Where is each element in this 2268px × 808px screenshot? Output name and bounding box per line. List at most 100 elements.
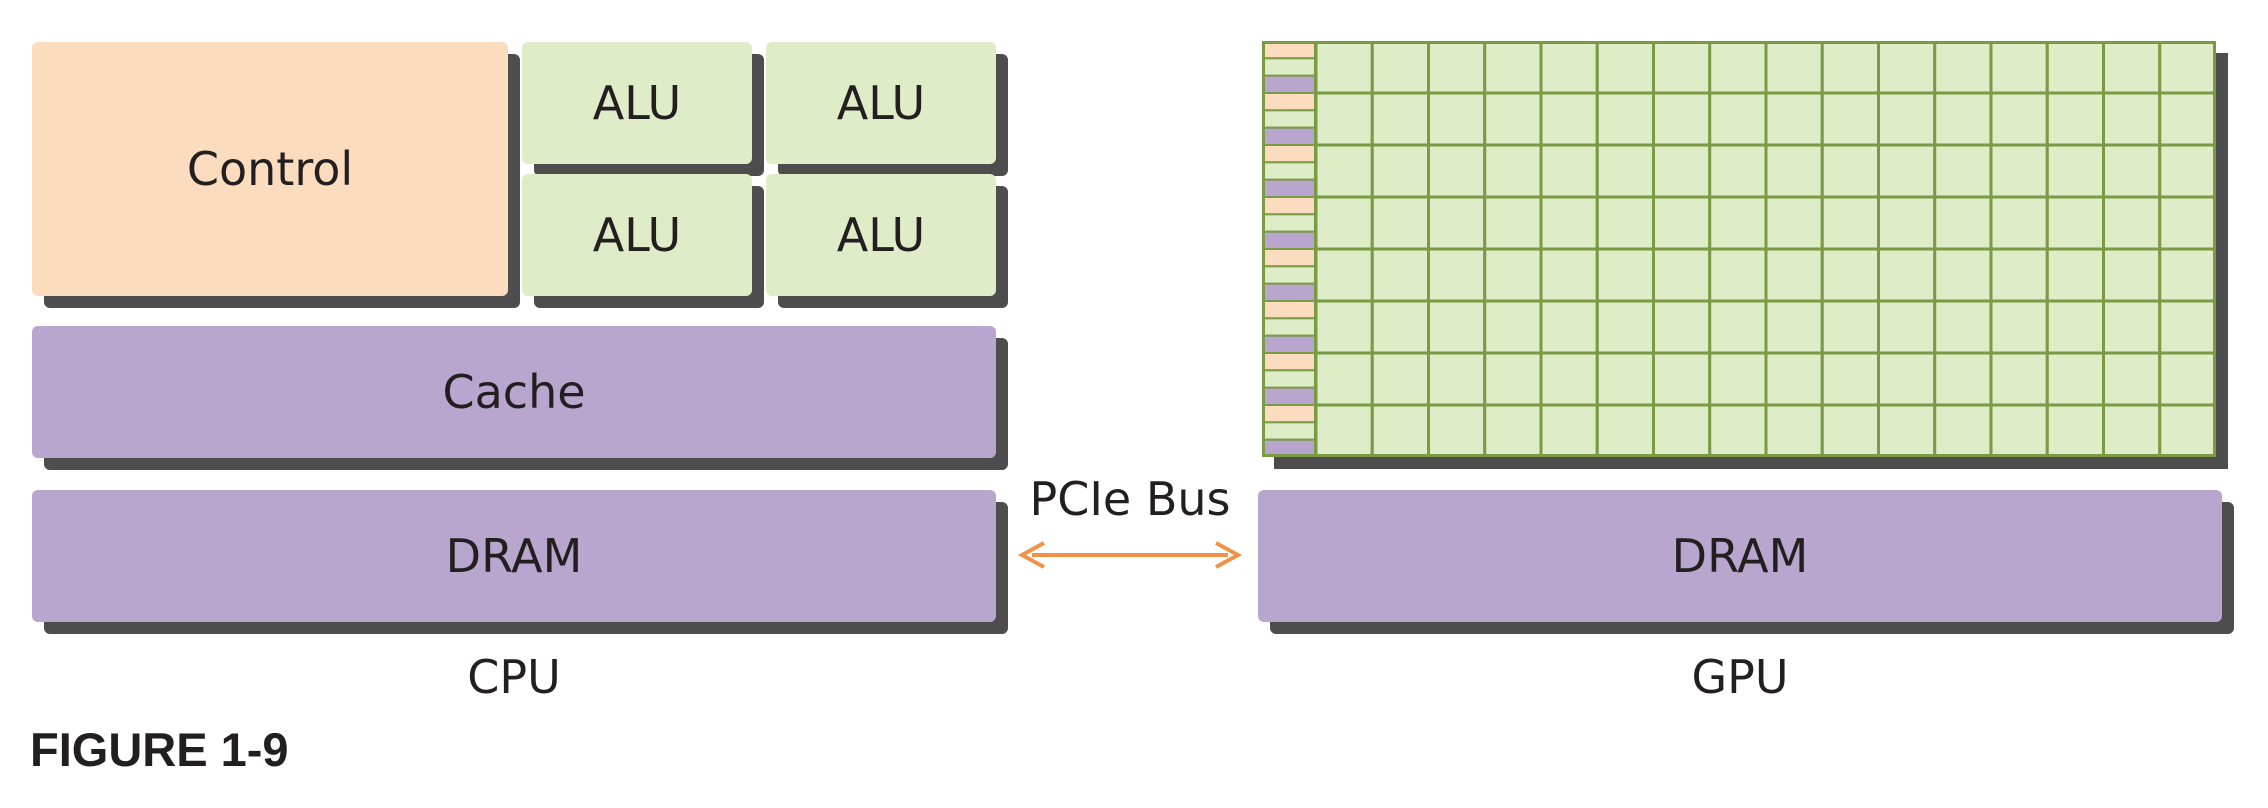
gpu-alu-cell [1652,91,1712,147]
gpu-alu-cell [1595,143,1655,199]
gpu-alu-cell [1314,351,1374,407]
gpu-side-cell [1262,126,1316,146]
gpu-alu-cell [2102,91,2162,147]
gpu-alu-cell [1708,41,1768,95]
gpu-alu-cell [1370,91,1430,147]
gpu-alu-cell [1933,403,1993,457]
gpu-alu-cell [1483,41,1543,95]
gpu-alu-cell [1989,299,2049,355]
gpu-alu-cell [1314,299,1374,355]
gpu-alu-cell [2102,403,2162,457]
gpu-alu-cell [2102,351,2162,407]
cpu-alu-label: ALU [836,208,926,262]
gpu-alu-cell [1595,41,1655,95]
gpu-alu-cell [2158,41,2216,95]
gpu-side-cell [1262,282,1316,303]
gpu-alu-cell [1764,143,1824,199]
gpu-alu-cell [1427,299,1487,355]
gpu-alu-cell [2158,299,2216,355]
gpu-alu-cell [1764,195,1824,251]
gpu-alu-cell [1595,247,1655,303]
gpu-side-cell [1262,265,1316,285]
gpu-alu-cell [1820,247,1880,303]
gpu-alu-cell [1427,195,1487,251]
gpu-alu-cell [2158,91,2216,147]
gpu-alu-cell [1539,299,1599,355]
gpu-side-cell [1262,57,1316,77]
gpu-alu-cell [1652,143,1712,199]
cpu-alu-label: ALU [836,76,926,130]
gpu-alu-cell [1820,299,1880,355]
gpu-alu-cell [1764,299,1824,355]
gpu-side-cell [1262,74,1316,95]
gpu-alu-cell [1370,403,1430,457]
gpu-alu-cell [1539,195,1599,251]
gpu-alu-cell [1708,403,1768,457]
gpu-alu-cell [1877,247,1937,303]
gpu-alu-cell [1989,41,2049,95]
gpu-side-cell [1262,317,1316,337]
gpu-alu-cell [1652,195,1712,251]
gpu-alu-cell [2102,143,2162,199]
gpu-alu-cell [2045,195,2105,251]
cpu-control-label: Control [186,142,354,196]
gpu-side-cell [1262,300,1316,320]
gpu-alu-cell [1764,247,1824,303]
gpu-alu-cell [1539,41,1599,95]
gpu-alu-cell [1370,299,1430,355]
gpu-alu-cell [1877,41,1937,95]
gpu-alu-cell [2102,41,2162,95]
cpu-alu-label: ALU [592,208,682,262]
cpu-label: CPU [467,650,561,704]
gpu-alu-cell [1539,247,1599,303]
gpu-dram-label: DRAM [1671,529,1809,583]
gpu-side-cell [1262,386,1316,406]
cpu-dram-block: DRAM [32,490,996,622]
pcie-bus-label: PCIe Bus [1029,472,1231,526]
cpu-alu-block: ALU [522,174,752,296]
gpu-alu-cell [1370,195,1430,251]
cpu-control-block: Control [32,42,508,296]
gpu-alu-cell [1314,247,1374,303]
gpu-side-cell [1262,421,1316,441]
gpu-dram-block: DRAM [1258,490,2222,622]
gpu-alu-cell [1595,403,1655,457]
gpu-alu-cell [1314,195,1374,251]
gpu-alu-cell [1314,41,1374,95]
gpu-side-cell [1262,248,1316,268]
gpu-alu-cell [1652,299,1712,355]
gpu-alu-cell [1427,403,1487,457]
gpu-alu-cell [1539,351,1599,407]
gpu-alu-cell [1427,247,1487,303]
gpu-alu-cell [1933,351,1993,407]
gpu-side-cell [1262,334,1316,354]
gpu-alu-cell [1314,143,1374,199]
gpu-alu-cell [1370,247,1430,303]
gpu-alu-cell [1539,91,1599,147]
gpu-alu-cell [1483,351,1543,407]
gpu-alu-cell [1370,143,1430,199]
gpu-alu-cell [2158,143,2216,199]
gpu-alu-cell [1427,351,1487,407]
gpu-alu-cell [2045,403,2105,457]
gpu-alu-cell [1652,247,1712,303]
gpu-alu-cell [1820,143,1880,199]
gpu-alu-cell [2102,195,2162,251]
gpu-alu-cell [2102,247,2162,303]
gpu-alu-cell [1820,91,1880,147]
gpu-alu-cell [1877,351,1937,407]
gpu-side-cell [1262,213,1316,233]
gpu-side-cell [1262,196,1316,216]
gpu-side-cell [1262,144,1316,164]
gpu-alu-cell [1708,299,1768,355]
gpu-alu-cell [1314,403,1374,457]
gpu-alu-cell [1708,195,1768,251]
cpu-alu-block: ALU [522,42,752,164]
gpu-alu-cell [1483,247,1543,303]
gpu-alu-cell [1989,351,2049,407]
gpu-alu-cell [1427,41,1487,95]
gpu-alu-cell [2045,143,2105,199]
bidirectional-arrow-icon [1017,541,1243,569]
gpu-alu-cell [1708,247,1768,303]
gpu-label: GPU [1691,650,1789,704]
